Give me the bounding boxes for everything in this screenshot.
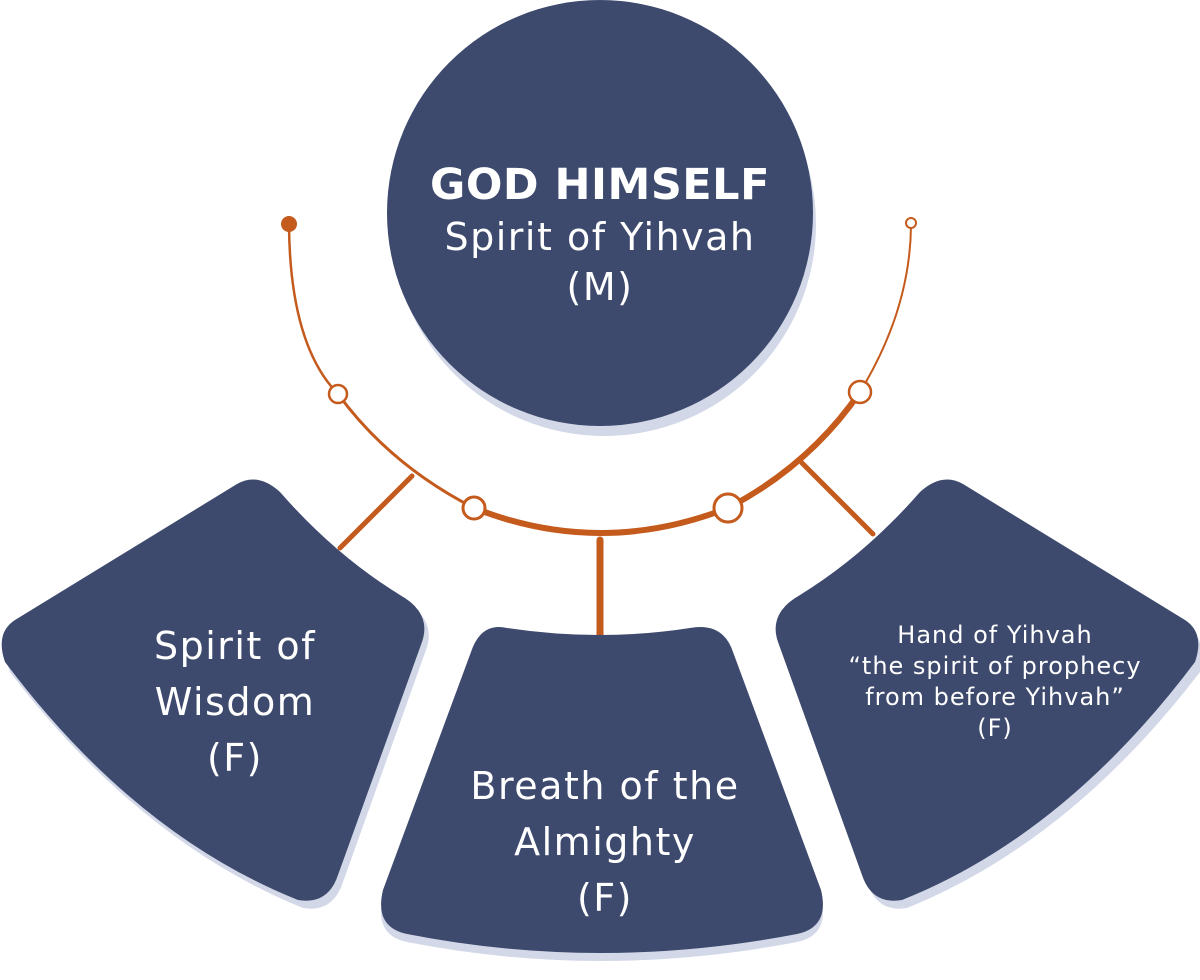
connector-right [799,460,876,537]
dot-right-lower [712,492,744,524]
right-node [775,479,1199,901]
right-node-line1: Hand of Yihvah [897,621,1093,649]
right-arc-upper [859,225,912,393]
dot-end [905,217,917,229]
dot-start [281,216,297,232]
right-node-gender: (F) [977,714,1013,742]
left-arc-lower [336,392,476,510]
center-node-subtitle: Spirit of Yihvah [444,215,756,259]
middle-node-line1: Breath of the [470,764,740,808]
dot-left-lower [461,495,487,521]
center-node [387,0,813,426]
right-node-line3: from before Yihvah” [865,683,1125,711]
left-node-label: Spirit of Wisdom (F) [110,618,360,786]
nodes [1,0,1199,953]
left-node [1,479,425,901]
middle-node-label: Breath of the Almighty (F) [430,758,780,926]
dot-left-upper [327,383,349,405]
connector-left [337,473,415,551]
left-node-line1: Spirit of [153,624,317,668]
bottom-arc [471,505,731,536]
center-node-label: GOD HIMSELF Spirit of Yihvah (M) [385,158,815,312]
left-node-gender: (F) [206,736,263,780]
right-arc-lower [725,389,863,511]
middle-node [381,627,823,953]
left-arc-upper [287,223,340,396]
right-node-line2: “the spirit of prophecy [848,652,1142,680]
right-node-label: Hand of Yihvah “the spirit of prophecy f… [815,620,1175,744]
left-node-line2: Wisdom [154,680,316,724]
middle-node-gender: (F) [576,876,633,920]
connector-dots [281,216,917,524]
connector-lines [287,223,912,640]
dot-right-upper [847,379,873,405]
center-node-gender: (M) [566,265,634,309]
center-node-title: GOD HIMSELF [430,160,770,210]
middle-node-line2: Almighty [514,820,696,864]
